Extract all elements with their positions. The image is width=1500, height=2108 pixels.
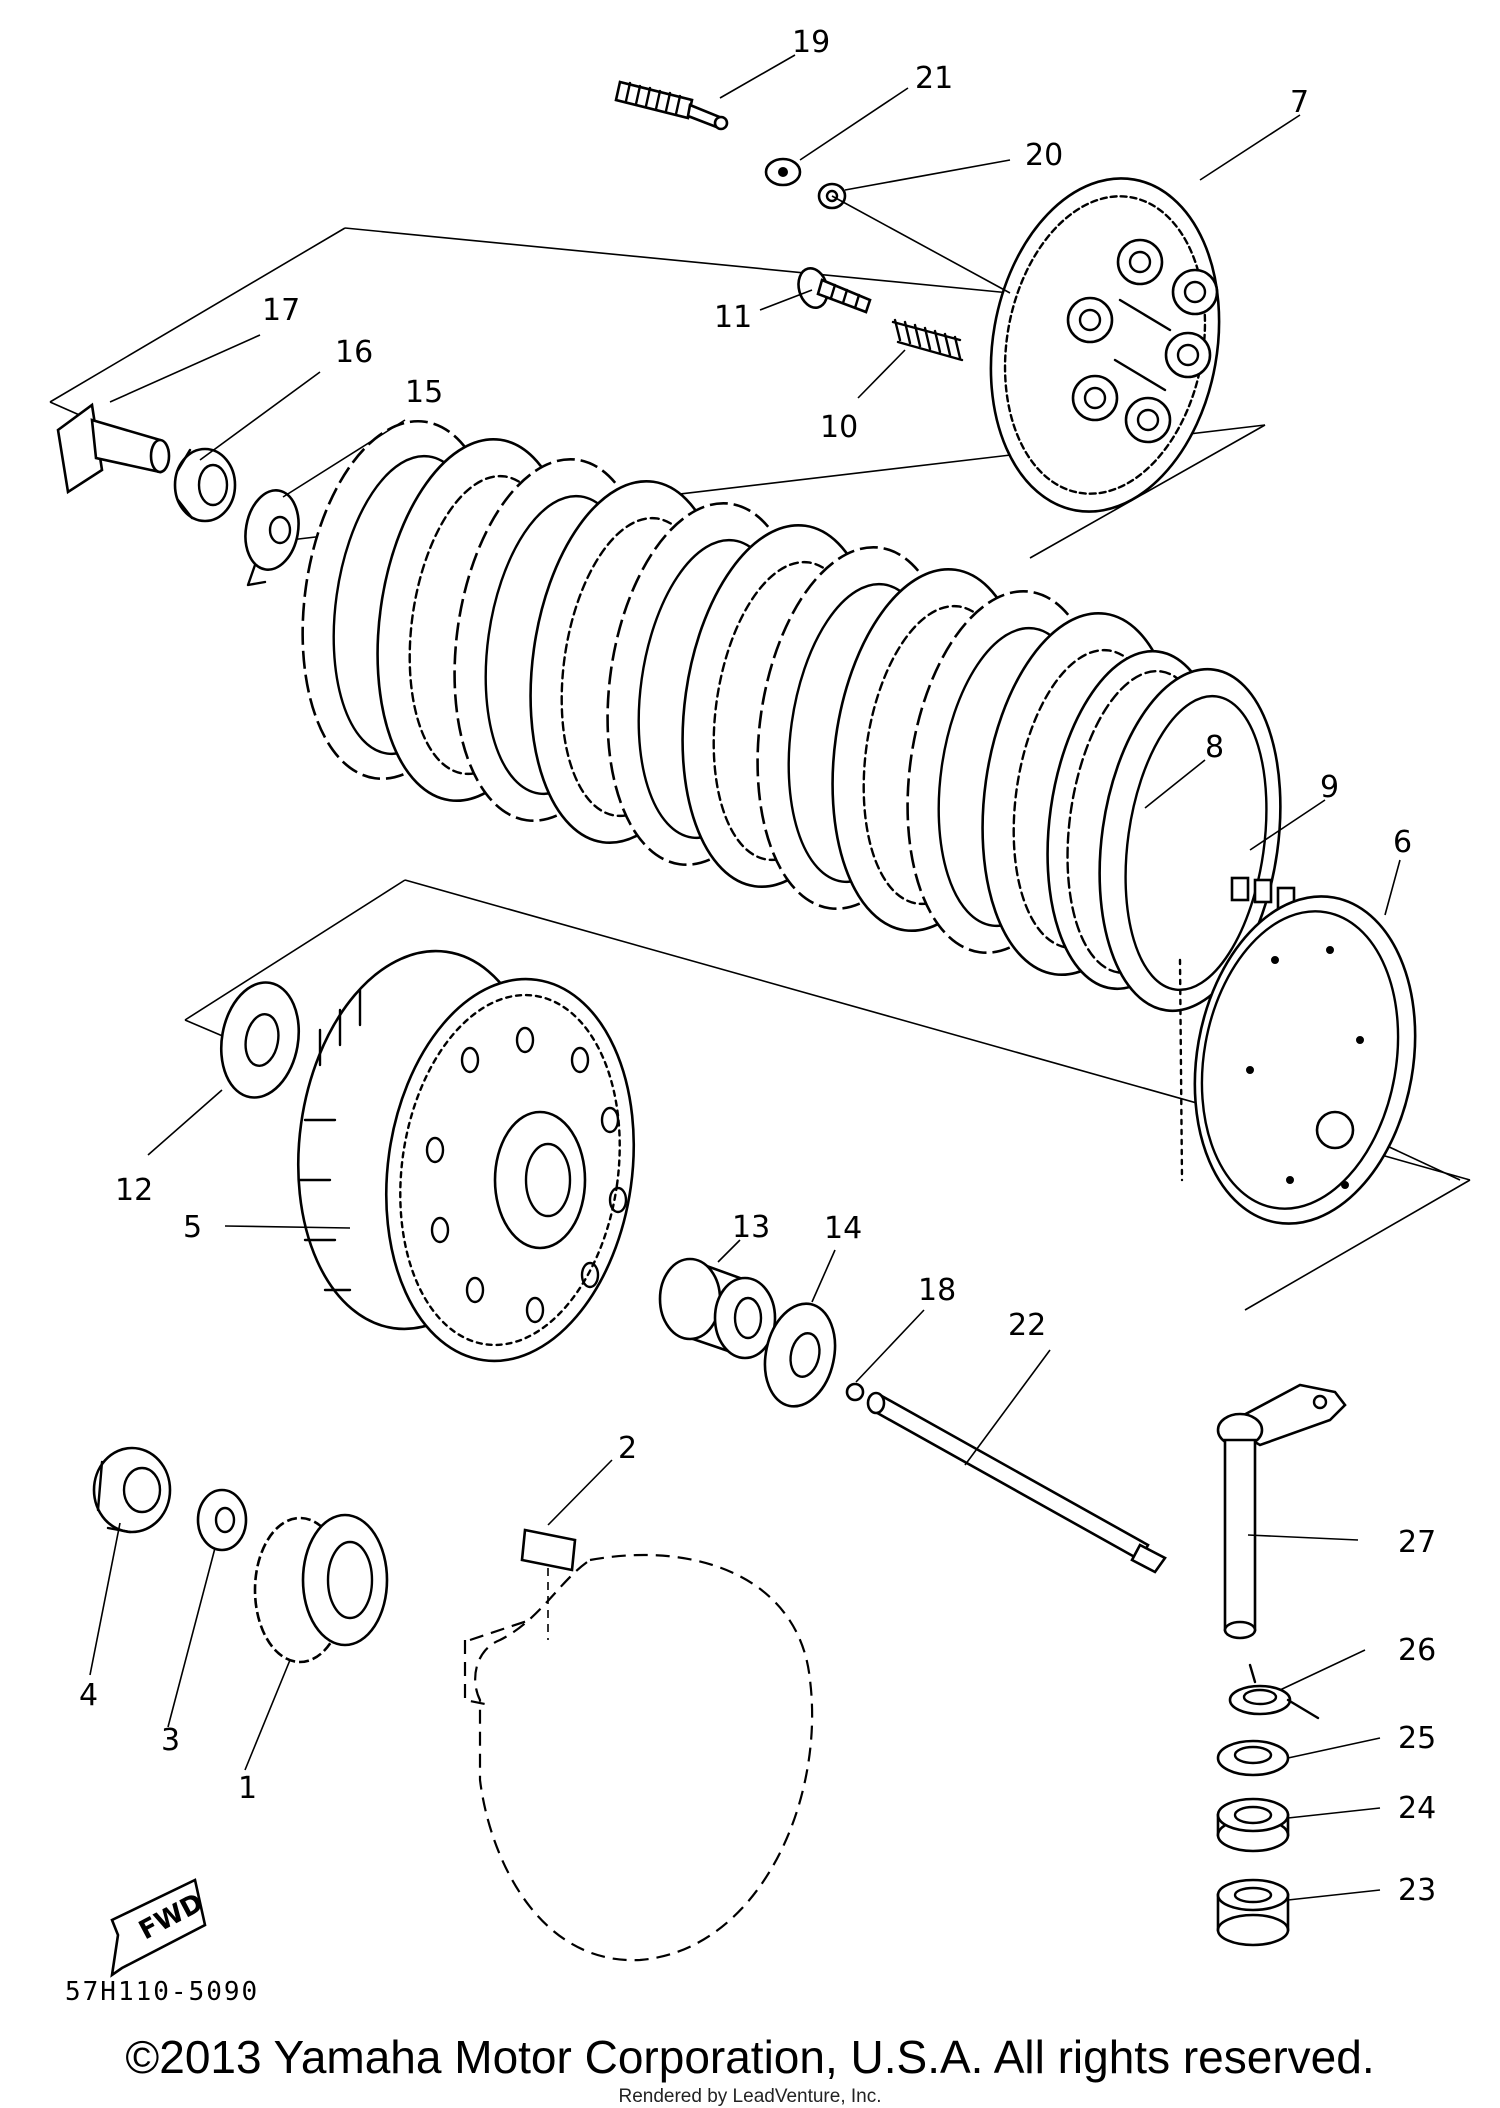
- callout-27: 27: [1398, 1525, 1436, 1560]
- part-23-bearing: [1216, 1878, 1290, 1947]
- callout-16: 16: [335, 335, 373, 370]
- part-16-bearing: [173, 447, 237, 523]
- leader-lines: [89, 54, 1401, 1901]
- callout-21: 21: [915, 61, 953, 96]
- callout-23: 23: [1398, 1873, 1436, 1908]
- part-15-lock-washer: [244, 489, 300, 587]
- callout-5: 5: [183, 1210, 202, 1245]
- callout-labels: 19 21 20 7 11 10 17 16 15 8 9 6 12 5 13 …: [79, 25, 1436, 1908]
- part-9-friction-plate: [1098, 667, 1296, 1013]
- callout-24: 24: [1398, 1791, 1436, 1826]
- part-27-push-lever-shaft: [1216, 1383, 1347, 1640]
- rendered-by-credit: Rendered by LeadVenture, Inc.: [618, 2086, 882, 2107]
- part-10-spring: [891, 318, 964, 362]
- callout-1: 1: [238, 1771, 257, 1806]
- callout-2: 2: [618, 1431, 637, 1466]
- callout-10: 10: [820, 410, 858, 445]
- part-26-spring: [1228, 1663, 1320, 1720]
- part-25-washer: [1216, 1739, 1290, 1777]
- callout-22: 22: [1008, 1308, 1046, 1343]
- callout-3: 3: [161, 1723, 180, 1758]
- part-17-push-rod: [56, 402, 171, 495]
- part-2-woodruff-key: [520, 1528, 577, 1572]
- part-1-primary-drive-gear: [253, 1513, 389, 1664]
- callout-20: 20: [1025, 138, 1063, 173]
- forward-arrow: FWD: [110, 1878, 208, 1978]
- crankshaft-outline: [463, 1553, 814, 1962]
- part-19-adjust-screw: [614, 80, 729, 131]
- callout-18: 18: [918, 1273, 956, 1308]
- callout-19: 19: [792, 25, 830, 60]
- part-5-clutch-housing: [296, 949, 636, 1363]
- part-6-clutch-boss: [1178, 895, 1417, 1225]
- part-11-bolt: [797, 267, 872, 314]
- part-3-washer: [196, 1488, 248, 1552]
- part-18-ball: [845, 1382, 865, 1402]
- part-14-washer: [763, 1302, 837, 1408]
- callout-26: 26: [1398, 1633, 1436, 1668]
- callout-4: 4: [79, 1678, 98, 1713]
- upper-assembly-outline: [49, 227, 1266, 559]
- callout-8: 8: [1205, 730, 1224, 765]
- drawing-code: 57H110-5090: [65, 1977, 259, 2007]
- part-7-pressure-plate: [989, 177, 1221, 513]
- callout-14: 14: [824, 1211, 862, 1246]
- part-4-nut: [92, 1446, 172, 1534]
- part-24-oil-seal: [1216, 1797, 1290, 1853]
- callout-15: 15: [405, 375, 443, 410]
- copyright-notice: ©2013 Yamaha Motor Corporation, U.S.A. A…: [125, 2031, 1375, 2083]
- part-13-collar: [658, 1257, 777, 1360]
- callout-7: 7: [1290, 85, 1309, 120]
- callout-11: 11: [714, 300, 752, 335]
- callout-9: 9: [1320, 770, 1339, 805]
- callout-12: 12: [115, 1173, 153, 1208]
- clutch-plates-stack: [301, 419, 1179, 977]
- callout-17: 17: [262, 293, 300, 328]
- part-22-push-rod: [866, 1391, 1167, 1574]
- callout-13: 13: [732, 1210, 770, 1245]
- part-12-thrust-washer: [219, 981, 301, 1099]
- callout-25: 25: [1398, 1721, 1436, 1756]
- callout-6: 6: [1393, 825, 1412, 860]
